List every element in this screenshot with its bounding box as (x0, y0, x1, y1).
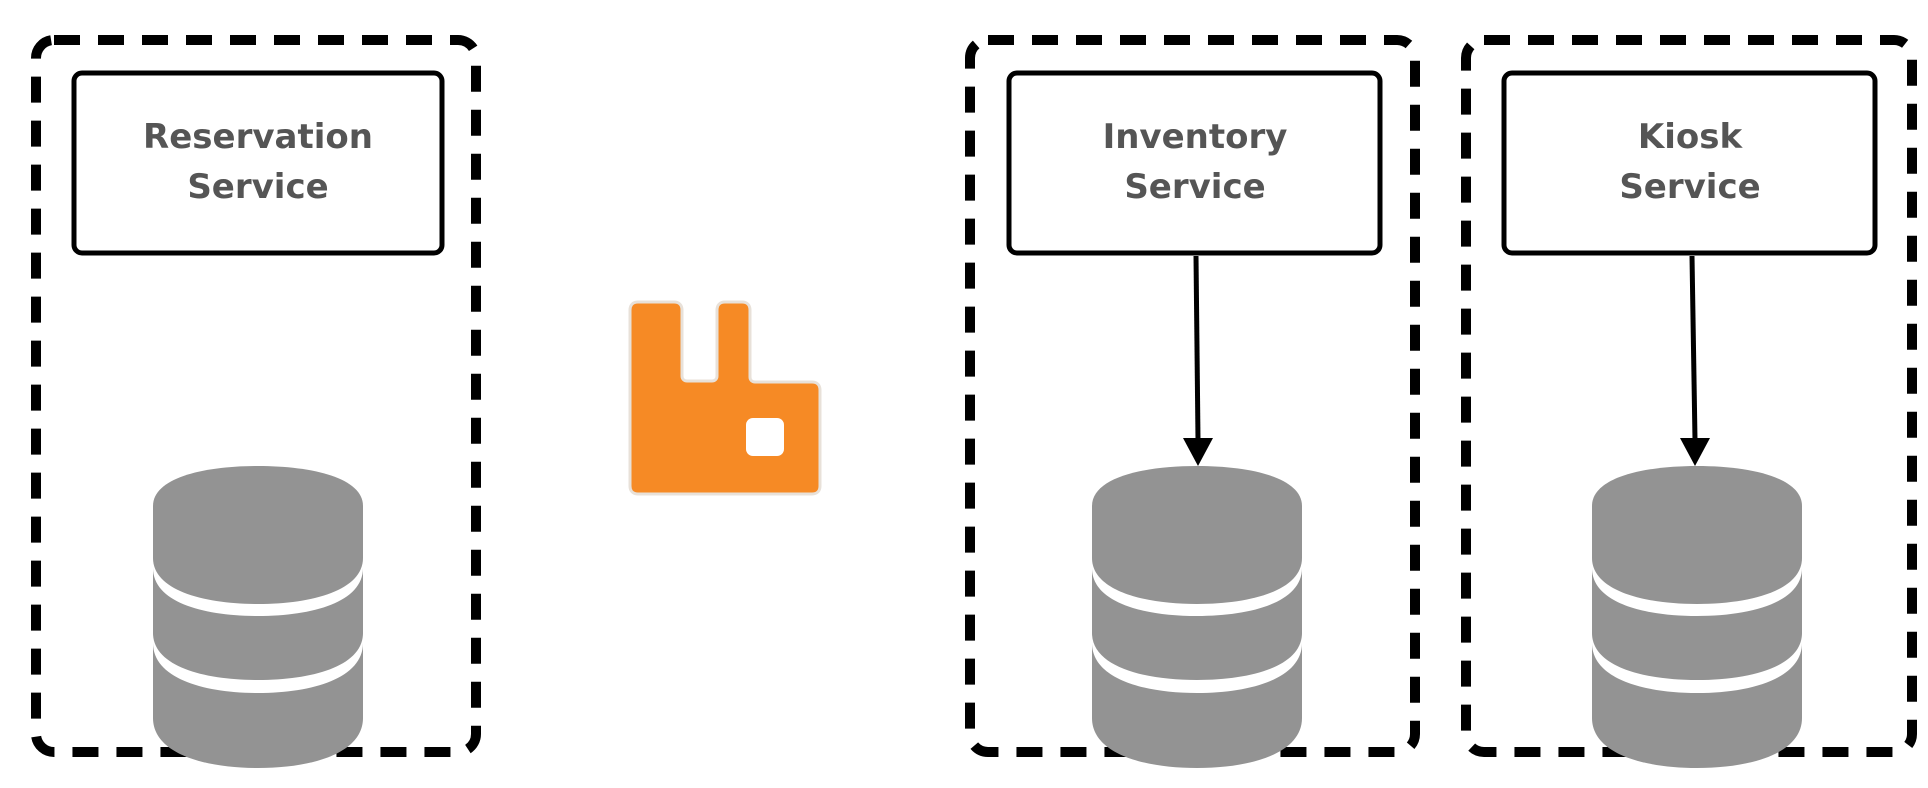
arrow-to-database (1680, 255, 1710, 466)
database-icon (1092, 466, 1302, 768)
service-label-line2: Service (187, 167, 328, 207)
rabbitmq-icon (628, 300, 822, 496)
rabbitmq-icon-inner (746, 418, 784, 456)
service-box-inventory[interactable]: Inventory Service (1006, 70, 1383, 256)
service-box-reservation[interactable]: Reservation Service (71, 70, 445, 256)
service-label-line1: Kiosk (1638, 117, 1744, 157)
service-label-line1: Inventory (1103, 117, 1288, 157)
service-boundary-reservation: Reservation Service (31, 35, 481, 768)
service-label-line2: Service (1124, 167, 1265, 207)
service-boundary-inventory: Inventory Service (965, 35, 1420, 768)
service-boundary-kiosk: Kiosk Service (1461, 35, 1917, 768)
service-label-line2: Service (1619, 167, 1760, 207)
arrow-to-database (1183, 255, 1213, 466)
service-box-kiosk[interactable]: Kiosk Service (1501, 70, 1878, 256)
database-icon (1592, 466, 1802, 768)
database-icon (153, 466, 363, 768)
service-label-line1: Reservation (143, 117, 373, 157)
